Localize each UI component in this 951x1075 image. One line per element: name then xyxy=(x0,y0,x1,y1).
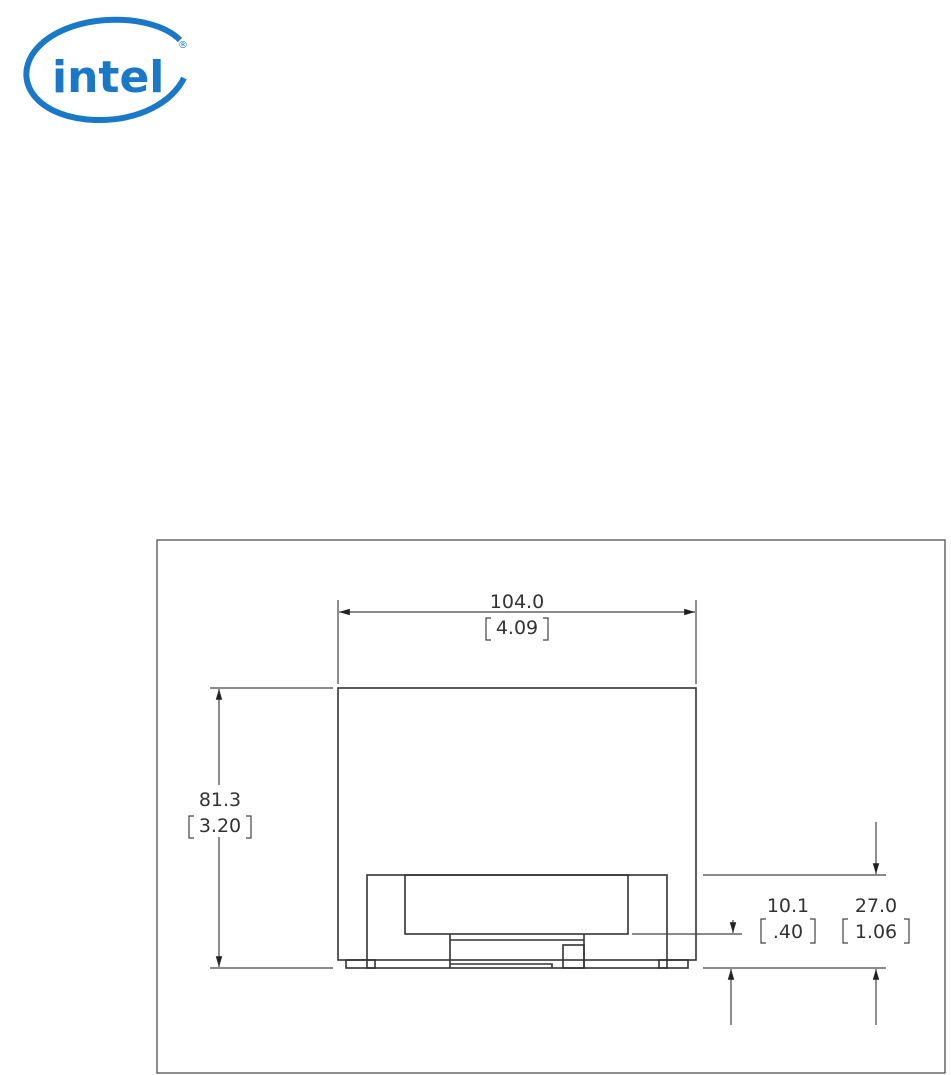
height-mm: 81.3 xyxy=(199,789,241,811)
width-mm: 104.0 xyxy=(490,591,544,613)
offset-dimensions: 10.1 .40 27.0 1.06 xyxy=(632,822,910,1025)
offset-small-in: .40 xyxy=(773,921,803,943)
intel-logo: intel ® xyxy=(23,16,188,124)
logo-registered: ® xyxy=(178,40,188,51)
logo-text: intel xyxy=(52,52,164,103)
width-dimension: 104.0 4.09 xyxy=(337,591,697,684)
part-outline xyxy=(337,687,697,969)
offset-large-mm: 27.0 xyxy=(855,895,897,917)
offset-small-mm: 10.1 xyxy=(767,895,809,917)
height-in: 3.20 xyxy=(199,815,241,837)
drawing-frame xyxy=(156,539,946,1074)
width-in: 4.09 xyxy=(496,617,538,639)
height-dimension: 81.3 3.20 xyxy=(188,687,333,969)
offset-large-in: 1.06 xyxy=(855,921,897,943)
